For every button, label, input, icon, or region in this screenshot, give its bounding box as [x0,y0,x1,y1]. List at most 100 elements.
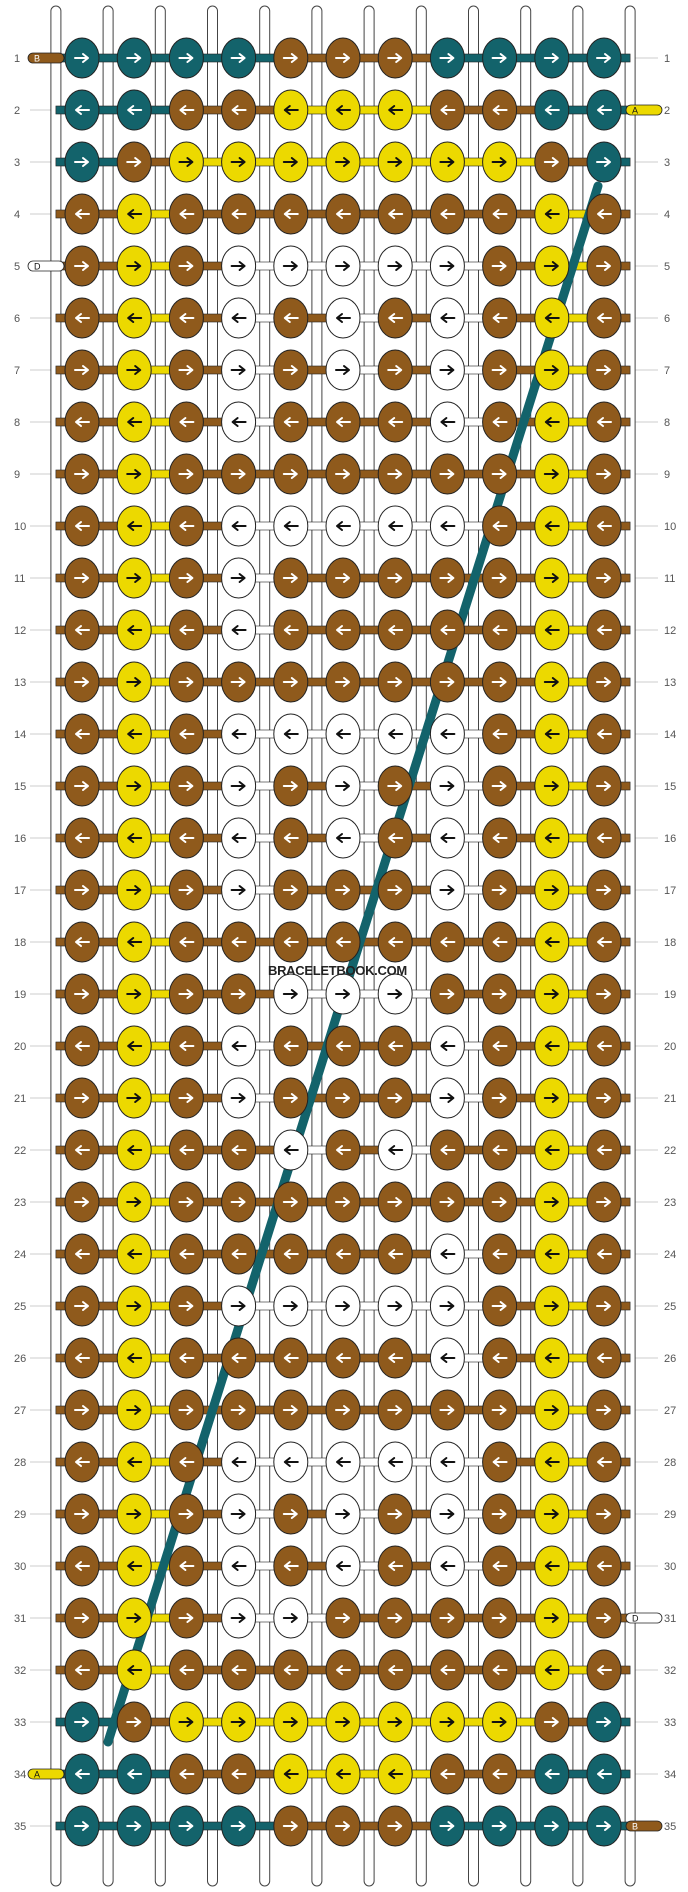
arrow-left-icon [75,1457,90,1467]
knot [221,297,257,339]
knot [429,1389,465,1431]
arrow-left-icon [231,937,247,947]
arrow-left-icon [544,937,560,947]
arrow-left-icon [179,313,195,323]
arrow-right-icon [439,1405,455,1415]
row-number-left: 13 [14,677,26,689]
knot [64,1285,100,1327]
row-number-left: 23 [14,1197,26,1209]
row-number-right: 9 [664,469,670,481]
row-number-left: 20 [14,1041,26,1053]
knot [221,1181,257,1223]
knot [221,401,257,443]
arrow-right-icon [126,1197,142,1207]
arrow-left-icon [283,1769,299,1779]
arrow-right-icon [543,1093,559,1103]
knot [221,1025,257,1067]
arrow-right-icon [491,781,507,791]
knot [325,817,361,859]
arrow-right-icon [543,885,559,895]
arrow-left-icon [440,417,456,427]
knot [482,505,518,547]
arrow-left-icon [544,833,560,843]
knot [586,869,622,911]
arrow-right-icon [543,989,559,999]
knot [64,1701,100,1743]
arrow-left-icon [231,625,247,635]
arrow-left-icon [544,313,560,323]
knot [273,1181,309,1223]
thread-start-left-a: A [27,1768,65,1780]
knot [64,1597,100,1639]
arrow-left-icon [544,1353,560,1363]
arrow-right-icon [282,989,298,999]
knot [377,1233,413,1275]
knot [482,1233,518,1275]
knot [534,1181,570,1223]
row-number-left: 3 [14,157,20,169]
thread-start-left-b-letter: B [34,54,40,64]
arrow-right-icon [335,157,350,167]
arrow-left-icon [388,417,404,427]
knot [429,245,465,287]
knot [273,193,309,235]
arrow-right-icon [596,365,611,375]
knot [325,245,361,287]
arrow-right-icon [126,1821,142,1831]
arrow-right-icon [491,1717,507,1727]
arrow-left-icon [231,1041,247,1051]
arrow-left-icon [283,521,299,531]
arrow-left-icon [492,1561,508,1571]
arrow-left-icon [440,1041,456,1051]
arrow-right-icon [596,1093,611,1103]
knot [273,401,309,443]
arrow-left-icon [75,313,90,323]
knot [377,1597,413,1639]
arrow-right-icon [439,1717,455,1727]
arrow-left-icon [597,313,612,323]
knot [429,921,465,963]
arrow-left-icon [231,521,247,531]
arrow-right-icon [126,365,142,375]
row-number-right: 20 [664,1041,676,1053]
row-number-left: 25 [14,1301,26,1313]
knot [221,817,257,859]
knot [273,1025,309,1067]
knot [64,193,100,235]
arrow-left-icon [388,1041,404,1051]
knot [168,1597,204,1639]
arrow-left-icon [388,1769,404,1779]
row-number-left: 12 [14,625,26,637]
knot [429,37,465,79]
knot [64,37,100,79]
knot [116,921,152,963]
arrow-left-icon [179,417,195,427]
row-number-left: 14 [14,729,26,741]
knot [325,1545,361,1587]
arrow-right-icon [178,1197,194,1207]
knot [429,453,465,495]
knot [273,609,309,651]
knot [377,713,413,755]
knot [116,1701,152,1743]
arrow-left-icon [75,1145,90,1155]
knot [534,921,570,963]
knot [534,505,570,547]
knot [534,869,570,911]
arrow-left-icon [127,625,143,635]
row-number-right: 22 [664,1145,676,1157]
knot [482,37,518,79]
knot [482,349,518,391]
thread-start-right-a-letter: A [632,106,638,116]
arrow-left-icon [179,937,195,947]
arrow-left-icon [75,1769,90,1779]
arrow-right-icon [491,469,507,479]
arrow-right-icon [439,1301,455,1311]
arrow-right-icon [335,365,350,375]
arrow-left-icon [127,729,143,739]
arrow-right-icon [491,157,507,167]
arrow-right-icon [74,885,89,895]
knot [64,713,100,755]
knot [586,1649,622,1691]
